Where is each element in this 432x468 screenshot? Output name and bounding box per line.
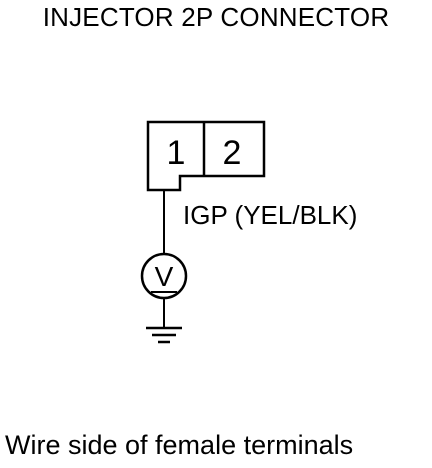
wire-label: IGP (YEL/BLK): [183, 200, 358, 230]
diagram-caption: Wire side of female terminals: [5, 430, 354, 460]
terminal-2-label: 2: [223, 134, 242, 172]
ground-icon: [146, 326, 182, 344]
voltmeter-icon: V: [140, 252, 188, 300]
diagram-title: INJECTOR 2P CONNECTOR: [42, 2, 390, 32]
connector-housing: [146, 120, 266, 192]
terminal-1-label: 1: [167, 134, 186, 172]
voltmeter-symbol: V: [155, 261, 174, 292]
